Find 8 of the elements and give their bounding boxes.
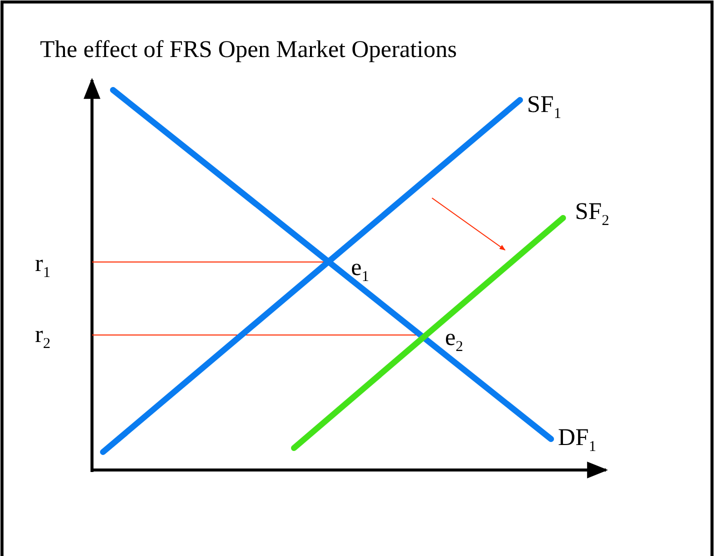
point-label: e$_{2}$ (445, 326, 464, 355)
axis-value-label: r$_{2}$ (35, 323, 50, 352)
curve-label: SF$_{2}$ (575, 200, 610, 229)
curve-label: SF$_{1}$ (527, 93, 562, 122)
curve-label: DF$_{1}$ (558, 426, 596, 455)
point-label: e$_{1}$ (351, 256, 370, 285)
chart-title: The effect of FRS Open Market Operations (40, 38, 457, 62)
axis-value-label: r$_{1}$ (35, 252, 50, 281)
